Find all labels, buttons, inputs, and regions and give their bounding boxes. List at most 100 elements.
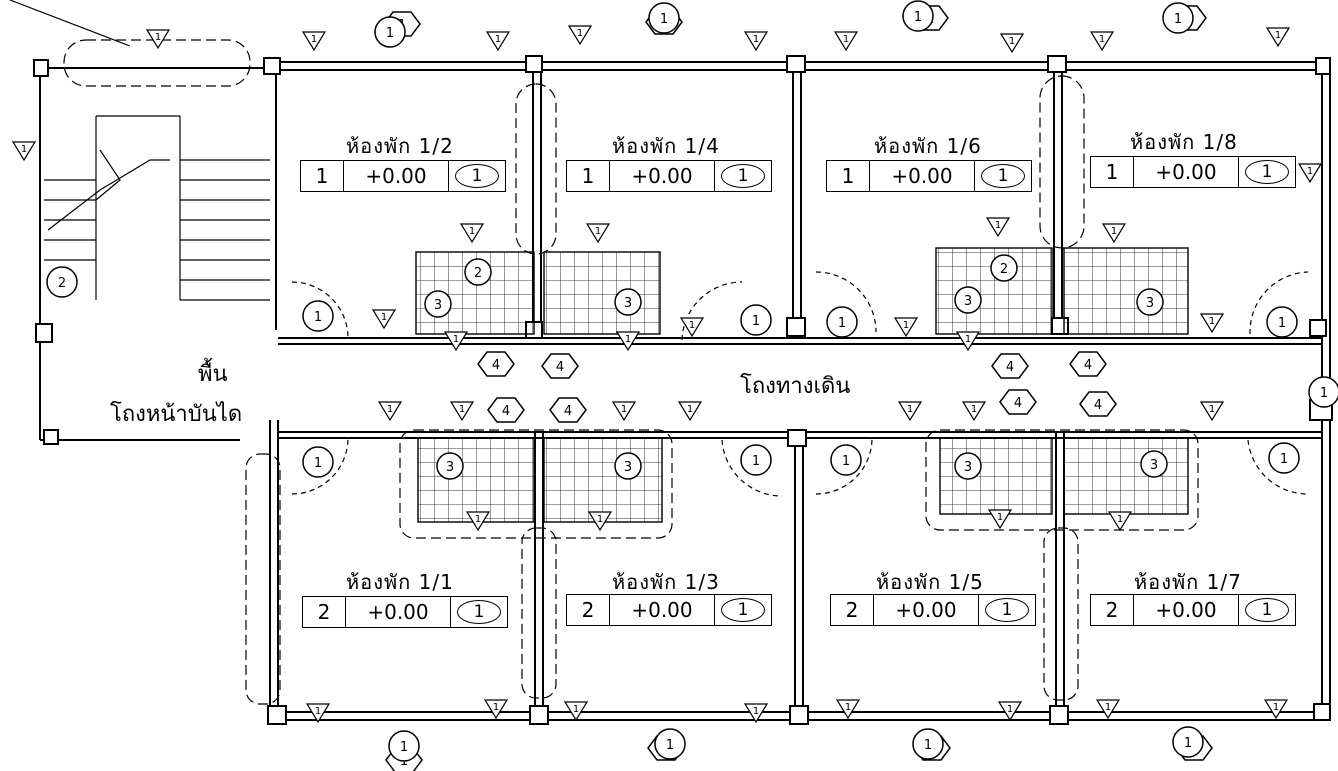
ceiling-triangle-marker: 1 [893,317,919,338]
ceiling-triangle-text: 1 [965,334,971,345]
wall-finish-circle: 1 [374,16,406,48]
wall-finish-circle-text: 1 [314,456,322,471]
room-title-1-7: ห้องพัก 1/7 [1134,570,1242,594]
wall-finish-circle: 1 [1162,2,1194,34]
column [786,55,806,73]
room-level: +0.00 [610,161,715,191]
room-code: 2 [303,597,346,627]
ceiling-triangle-marker: 1 [449,401,475,422]
wall-finish-circle-text: 1 [752,314,760,329]
ceiling-triangle-marker: 1 [1107,511,1133,532]
bathroom-finish-circle: 3 [1136,288,1164,316]
bathroom-finish-circle: 3 [954,452,982,480]
ceiling-triangle-text: 1 [577,28,583,39]
ceiling-triangle-text: 1 [459,404,465,415]
wall-finish-circle: 1 [1172,726,1204,758]
ceiling-triangle-text: 1 [621,404,627,415]
wall-finish-circle-text: 1 [1280,452,1288,467]
bathroom-finish-circle: 3 [954,286,982,314]
room-level: +0.00 [346,597,451,627]
column [1049,705,1069,725]
wall-finish-circle: 1 [902,0,934,32]
ceiling-triangle-text: 1 [381,312,387,323]
hexagon-tag-text: 4 [502,404,510,419]
ceiling-triangle-text: 1 [687,404,693,415]
ceiling-triangle-text: 1 [387,404,393,415]
room-code: 2 [1091,595,1134,625]
hexagon-tag: 4 [999,389,1037,415]
ceiling-triangle-text: 1 [689,320,695,331]
ceiling-triangle-text: 1 [495,34,501,45]
ceiling-triangle-text: 1 [753,34,759,45]
hexagon-tag-text: 4 [564,404,572,419]
ceiling-triangle-marker: 1 [835,699,861,720]
room-finish-circle: 1 [457,600,501,624]
ceiling-triangle-text: 1 [843,34,849,45]
room-finish-circle: 1 [1245,598,1289,622]
room-tag-1-7: 2 +0.00 1 [1090,594,1296,626]
bathroom-finish-circle-text: 3 [434,298,442,313]
hexagon-tag: 4 [991,353,1029,379]
room-level: +0.00 [874,595,979,625]
ceiling-triangle-marker: 1 [679,317,705,338]
stair-layer [9,0,270,301]
wall-finish-circle-text: 2 [58,276,66,291]
column [1309,319,1327,337]
room-finish-circle: 1 [985,598,1029,622]
column [1315,57,1331,75]
column [787,429,807,447]
ceiling-triangle-marker: 1 [897,401,923,422]
room-tag-1-3: 2 +0.00 1 [566,594,772,626]
room-title-1-8: ห้องพัก 1/8 [1130,130,1238,154]
ceiling-triangle-marker: 1 [443,331,469,352]
wall-finish-circle-text: 1 [386,26,394,41]
ceiling-triangle-text: 1 [155,32,161,43]
room-level: +0.00 [344,161,449,191]
hexagon-tag-text: 4 [1014,396,1022,411]
room-code: 1 [827,161,870,191]
hexagon-tag: 4 [1069,351,1107,377]
ceiling-triangle-text: 1 [311,34,317,45]
room-tag-1-6: 1 +0.00 1 [826,160,1032,192]
room-level: +0.00 [610,595,715,625]
wall-finish-circle: 1 [740,304,772,336]
wall-finish-circle: 1 [1308,376,1338,408]
ceiling-triangle-text: 1 [1209,404,1215,415]
ceiling-triangle-marker: 1 [1089,31,1115,52]
bathroom-finish-circle: 3 [614,452,642,480]
finish-zones [63,39,1199,705]
room-tag-1-4: 1 +0.00 1 [566,160,772,192]
hexagon-tag: 4 [487,397,525,423]
wall-finish-circle-text: 1 [914,10,922,25]
column [35,323,53,343]
ceiling-triangle-text: 1 [1009,36,1015,47]
bathroom-tiles [543,251,661,335]
ceiling-triangle-text: 1 [595,226,601,237]
ceiling-triangle-marker: 1 [11,141,37,162]
hexagon-tag-text: 4 [1084,358,1092,373]
ceiling-triangle-text: 1 [493,702,499,713]
hexagon-tag-text: 4 [492,358,500,373]
room-level: +0.00 [1134,157,1239,187]
bathroom-finish-circle: 3 [436,452,464,480]
wall-finish-circle: 1 [654,728,686,760]
room-finish-circle: 1 [981,164,1025,188]
ceiling-triangle-marker: 1 [563,701,589,722]
ceiling-triangle-text: 1 [907,404,913,415]
wall-finish-circle-text: 1 [400,740,408,755]
ceiling-triangle-marker: 1 [677,401,703,422]
ceiling-triangle-text: 1 [753,706,759,717]
ceiling-triangle-text: 1 [995,220,1001,231]
ceiling-triangle-text: 1 [21,144,27,155]
leader-line [9,0,131,47]
wall-finish-circle-text: 1 [1320,386,1328,401]
bathroom-finish-circle: 2 [464,258,492,286]
stair-floor-label: พื้น [198,362,228,387]
wall-finish-circle-text: 1 [838,316,846,331]
bathroom-finish-circle-text: 3 [1150,458,1158,473]
ceiling-triangle-marker: 1 [611,401,637,422]
ceiling-triangle-marker: 1 [567,25,593,46]
